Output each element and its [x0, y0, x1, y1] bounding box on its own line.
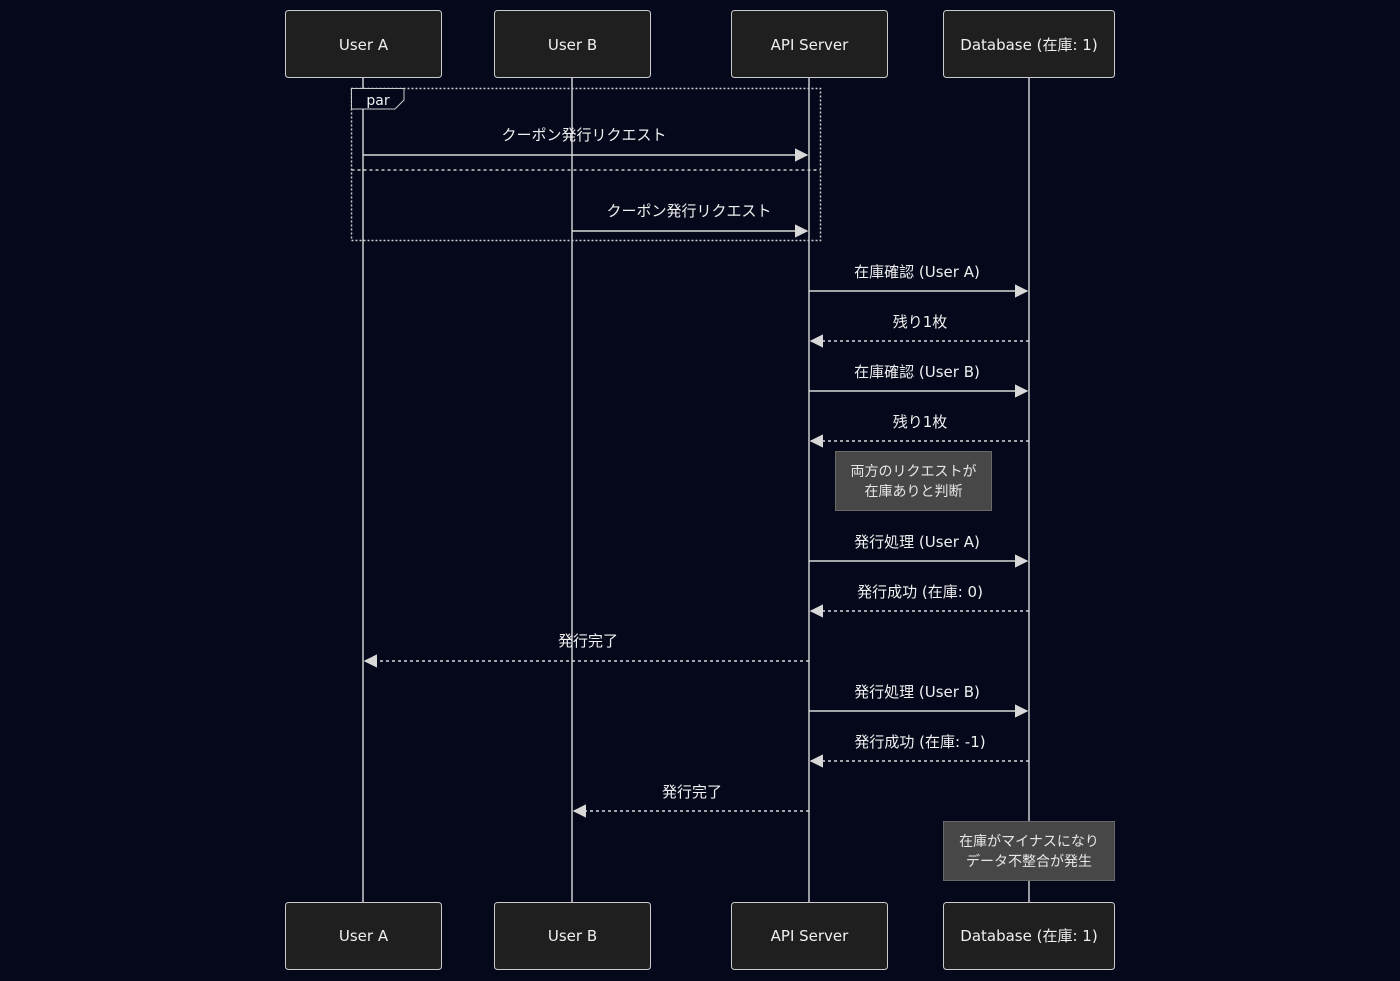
message-10: 発行処理 (User B): [809, 683, 1029, 718]
actor-label: User A: [339, 927, 389, 945]
message-label: 発行処理 (User A): [854, 533, 980, 551]
message-5: 在庫確認 (User B): [809, 363, 1029, 398]
actor-top-api-server: API Server: [731, 10, 888, 78]
actor-label: User B: [548, 927, 597, 945]
actor-top-user-b: User B: [494, 10, 651, 78]
note-line: データ不整合が発生: [966, 853, 1092, 870]
note-over-database: 在庫がマイナスになり データ不整合が発生: [943, 821, 1115, 881]
message-3: 在庫確認 (User A): [809, 263, 1029, 298]
actor-label: User B: [548, 36, 597, 54]
note-over-api-server: 両方のリクエストが 在庫ありと判断: [835, 451, 992, 511]
note-line: 在庫ありと判断: [865, 483, 963, 500]
actor-label: User A: [339, 36, 389, 54]
message-label: 発行完了: [662, 783, 722, 801]
message-label: 発行完了: [558, 632, 618, 650]
actor-bottom-database: Database (在庫: 1): [943, 902, 1115, 970]
message-9: 発行完了: [363, 632, 809, 668]
message-1: クーポン発行リクエスト: [363, 126, 809, 162]
actor-label: Database (在庫: 1): [960, 36, 1097, 54]
message-label: 発行成功 (在庫: 0): [857, 583, 983, 601]
message-label: 発行処理 (User B): [854, 683, 980, 701]
message-12: 発行完了: [572, 783, 809, 818]
message-11: 発行成功 (在庫: -1): [809, 733, 1029, 768]
par-frame-label: par: [366, 93, 389, 109]
message-label: クーポン発行リクエスト: [606, 202, 771, 220]
actor-bottom-user-b: User B: [494, 902, 651, 970]
message-label: 在庫確認 (User A): [854, 263, 980, 281]
actor-label: Database (在庫: 1): [960, 927, 1097, 945]
par-frame: par: [350, 87, 822, 242]
message-6: 残り1枚: [809, 413, 1029, 448]
message-label: 残り1枚: [893, 313, 948, 331]
message-label: クーポン発行リクエスト: [501, 126, 666, 144]
par-frame-border: [350, 87, 822, 242]
note-line: 両方のリクエストが: [851, 464, 977, 480]
actor-top-user-a: User A: [285, 10, 442, 78]
actor-label: API Server: [771, 927, 850, 945]
actor-label: API Server: [771, 36, 850, 54]
message-label: 残り1枚: [893, 413, 948, 431]
message-7: 発行処理 (User A): [809, 533, 1029, 568]
actor-bottom-api-server: API Server: [731, 902, 888, 970]
actor-top-database: Database (在庫: 1): [943, 10, 1115, 78]
message-2: クーポン発行リクエスト: [572, 202, 809, 238]
par-frame-tab: [351, 88, 405, 110]
message-4: 残り1枚: [809, 313, 1029, 348]
note-line: 在庫がマイナスになり: [959, 833, 1099, 850]
message-label: 発行成功 (在庫: -1): [854, 733, 985, 751]
message-label: 在庫確認 (User B): [854, 363, 980, 381]
message-8: 発行成功 (在庫: 0): [809, 583, 1029, 618]
actor-bottom-user-a: User A: [285, 902, 442, 970]
